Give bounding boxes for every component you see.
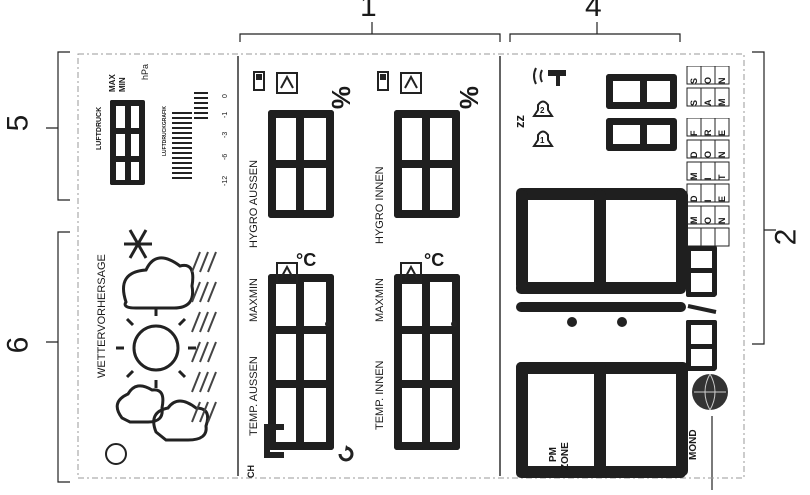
wind-icon xyxy=(105,443,127,465)
weekday-i-6: I xyxy=(703,199,713,202)
time-digits xyxy=(516,188,688,478)
weekday-o-4: O xyxy=(703,150,713,158)
weekday-m-7: M xyxy=(689,216,699,225)
weekday-m-2: M xyxy=(717,98,727,107)
clock-zone: ZONE xyxy=(560,442,571,470)
outdoor-unit: °C xyxy=(296,250,317,270)
outdoor-temp-label: TEMP. AUSSEN xyxy=(248,356,260,436)
outdoor-maxmin-label: MAXMIN xyxy=(248,278,260,322)
weekday-n-4: N xyxy=(717,151,727,159)
clock-zz: zz xyxy=(512,115,527,128)
weekday-m-5: M xyxy=(689,172,699,181)
weekday-f-3: F xyxy=(689,130,699,137)
weekday-e-3: E xyxy=(717,129,727,136)
weather-icons xyxy=(105,229,217,465)
weekday-a-2: A xyxy=(703,99,713,107)
weekday-d-6: D xyxy=(689,195,699,203)
outdoor-temp-digits xyxy=(268,274,334,450)
sun-icon xyxy=(116,308,196,388)
weekday-n-7: N xyxy=(717,217,727,225)
pressure-scale-m12: -12 xyxy=(222,175,229,186)
outdoor-battery-icon xyxy=(253,71,265,91)
weekday-d-4: D xyxy=(689,151,699,159)
indoor-maxmin-icon xyxy=(400,262,422,284)
alarm-2-icon xyxy=(532,100,554,117)
alarm-2-number: 2 xyxy=(540,106,545,115)
weekday-t-5: T xyxy=(717,174,727,181)
weekday-s-2: S xyxy=(689,99,699,106)
pressure-max: MAX xyxy=(108,74,117,92)
channel-digit xyxy=(264,424,284,458)
weekday-r-3: R xyxy=(703,129,713,137)
outdoor-maxmin-icon xyxy=(276,262,298,284)
radio-signal-icon xyxy=(533,67,566,86)
weekday-i-5: I xyxy=(703,177,713,180)
moon-phase-icon xyxy=(692,373,728,411)
pressure-scale-0: 0 xyxy=(222,94,229,98)
seconds-digits xyxy=(606,74,677,151)
cloud-icon xyxy=(122,256,195,310)
pressure-scale-m6: -6 xyxy=(222,153,229,160)
outdoor-hygro-label: HYGRO AUSSEN xyxy=(248,159,260,248)
weekday-grid xyxy=(686,118,730,247)
alarm-1-icon xyxy=(532,130,554,147)
pressure-unit: hPa xyxy=(140,63,150,80)
indoor-unit: °C xyxy=(424,250,445,270)
indoor-battery-icon xyxy=(377,71,389,91)
indoor-trend-icon xyxy=(400,72,422,94)
rain-cloud-icon xyxy=(115,384,210,442)
callout-1: 1 xyxy=(360,0,377,23)
indoor-maxmin-label: MAXMIN xyxy=(374,278,386,322)
pressure-scale-m1: -1 xyxy=(222,111,229,118)
outdoor-channel-label: CH xyxy=(246,465,256,478)
outdoor-trend-icon xyxy=(276,72,298,94)
weekday-o-top: O xyxy=(703,76,713,84)
weekday-e-6: E xyxy=(717,195,727,202)
pressure-luftdruck-label: LUFTDRUCK xyxy=(96,106,103,150)
weekday-o-7: O xyxy=(703,216,713,224)
refresh-icon xyxy=(338,445,354,462)
clock-pm: PM xyxy=(548,447,559,462)
weekday-grid-top xyxy=(686,66,730,107)
indoor-temp-label: TEMP. INNEN xyxy=(374,360,386,430)
weekday-n-top: N xyxy=(717,77,727,85)
indoor-temp-digits xyxy=(394,274,460,450)
indoor-humidity-digits xyxy=(394,110,460,218)
weekday-s-top: S xyxy=(689,77,699,84)
outdoor-humidity-digits xyxy=(268,110,334,218)
snowflake-icon xyxy=(124,229,152,259)
clock-mond: MOND xyxy=(688,429,699,460)
date-digits xyxy=(686,246,717,371)
pressure-graph-label: LUFTDRUCKGRAFIK xyxy=(162,106,168,156)
pressure-digits xyxy=(110,100,145,185)
indoor-hygro-label: HYGRO INNEN xyxy=(374,166,386,244)
callout-4: 4 xyxy=(585,0,602,23)
pressure-scale-m3: -3 xyxy=(222,131,229,138)
alarm-1-number: 1 xyxy=(540,136,545,145)
pressure-min: MIN xyxy=(118,77,127,92)
pressure-bar-graph xyxy=(172,92,208,179)
